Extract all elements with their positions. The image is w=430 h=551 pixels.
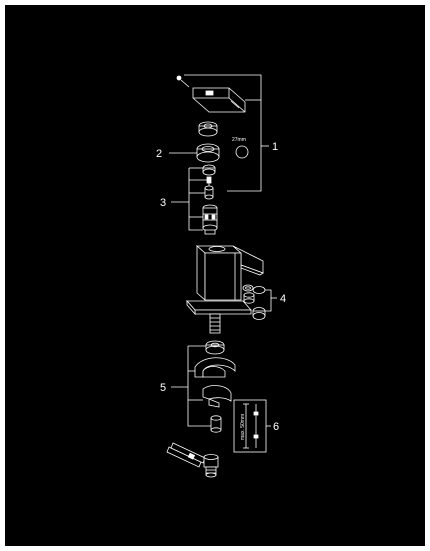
- callout-5-bracket: [171, 345, 211, 427]
- part-3-ring: [202, 164, 216, 176]
- callout-4: 4: [280, 293, 286, 305]
- part-5-nut: [210, 415, 222, 433]
- wrench-size-label: 27mm: [232, 137, 246, 143]
- callout-1-bracket: [184, 74, 269, 192]
- part-3-cartridge: [202, 204, 218, 235]
- callout-3-bracket: [171, 167, 207, 231]
- callout-6: 6: [273, 421, 279, 433]
- callout-4-bracket: [265, 289, 277, 312]
- wrench-size-symbol: [235, 145, 249, 159]
- dimension-label: max. 50mm: [240, 414, 246, 440]
- callout-3: 3: [160, 197, 166, 209]
- part-nut-upper: [198, 121, 218, 137]
- part-5-gasket: [205, 340, 225, 355]
- part-6-dimension-frame: [233, 399, 271, 453]
- supply-hose-connector: [166, 442, 219, 478]
- exploded-view-drawing: 1 2 27mm: [156, 74, 286, 478]
- part-3-sleeve: [204, 185, 214, 200]
- part-2-cover: [196, 143, 220, 163]
- part-5-horseshoe-washer: [194, 357, 236, 378]
- part-3-spindle: [206, 176, 212, 186]
- part-1-lever: [176, 75, 246, 113]
- callout-2: 2: [156, 148, 162, 160]
- part-4-aerator: [242, 284, 266, 320]
- callout-1: 1: [272, 141, 278, 153]
- drawing-sheet: 1 2 27mm: [5, 5, 425, 546]
- callout-5: 5: [160, 382, 166, 394]
- faucet-body: [186, 245, 264, 334]
- part-5-clamp: [202, 385, 232, 408]
